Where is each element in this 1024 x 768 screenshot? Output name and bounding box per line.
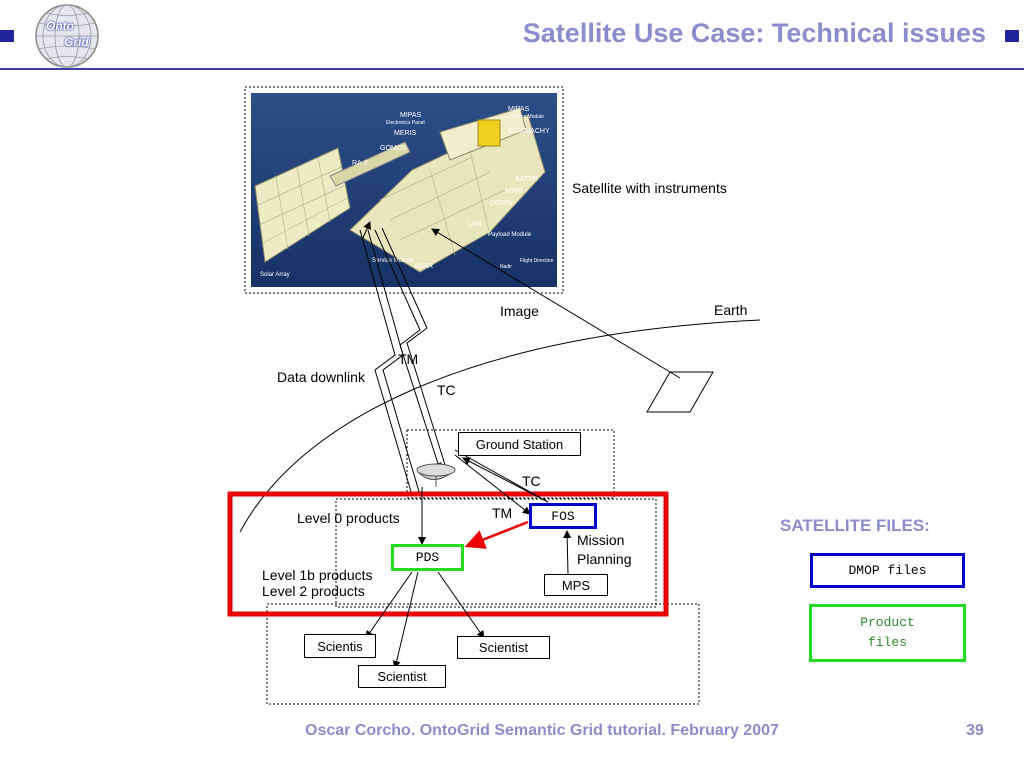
satellite-label: MIPAS <box>508 106 530 113</box>
boom-shape <box>329 141 411 187</box>
satellite-label: Flight Direction <box>520 258 554 264</box>
mission-planning-label-2: Planning <box>577 551 632 567</box>
satellite-bus-shape <box>349 114 546 273</box>
satellite-label: Solar Array <box>260 272 290 278</box>
mps-box: MPS <box>544 574 608 596</box>
satellite-label: MWR <box>505 188 523 195</box>
tc-label-top: TC <box>437 382 456 398</box>
satellite-label: Payload Module <box>488 232 532 238</box>
satellite-label: LRR <box>468 221 482 228</box>
page-number: 39 <box>966 722 984 739</box>
earth-label: Earth <box>714 302 748 318</box>
satellite-label: MIPAS <box>400 112 422 119</box>
header-left-square <box>0 30 14 42</box>
satellite-label: GOMOS <box>380 145 407 152</box>
scientist-box-1: Scientis <box>304 634 376 658</box>
logo-text-top: Onto <box>46 19 74 33</box>
logo-text-bottom: Grid <box>64 35 89 49</box>
legend-title: SATELLITE FILES: <box>780 516 930 535</box>
satellite-image-labels: MIPAS Electronics Panel MERIS GOMOS RA-2… <box>260 106 554 278</box>
tm-label-top: TM <box>398 351 419 367</box>
scientist-box-2: Scientist <box>358 665 446 688</box>
level0-label: Level 0 products <box>297 510 400 526</box>
satellite-caption: Satellite with instruments <box>572 180 727 196</box>
fos-box: FOS <box>529 503 597 529</box>
pds-box: PDS <box>391 544 464 571</box>
ground-station-dish-shape <box>416 463 456 487</box>
satellite-label: DORIS <box>490 200 513 207</box>
slide-title: Satellite Use Case: Technical issues <box>522 18 986 48</box>
satellite-image-frame <box>244 86 564 294</box>
footer-text: Oscar Corcho. OntoGrid Semantic Grid tut… <box>305 722 779 739</box>
mission-planning-label-1: Mission <box>577 532 625 548</box>
tm-downlink-zigzag <box>359 229 413 496</box>
satellite-label: SCIAMACHY <box>508 128 550 135</box>
satellite-label: Nadir <box>500 264 512 270</box>
level1b-label: Level 1b products <box>262 567 373 583</box>
ontogrid-logo: Onto Grid <box>32 3 102 69</box>
earth-footprint-shape <box>646 371 714 413</box>
satellite-label: ASAR <box>414 263 433 270</box>
satellite-label: Service Module <box>372 258 414 264</box>
level2-label: Level 2 products <box>262 583 365 599</box>
highlight-box <box>227 491 669 617</box>
scientist-box-3: Scientist <box>457 636 550 659</box>
ground-station-box: Ground Station <box>458 432 581 456</box>
tc-label: TC <box>522 473 541 489</box>
solar-array-shape <box>254 147 351 263</box>
tm-label: TM <box>492 505 513 521</box>
satellite-label: Electronics Panel <box>386 120 425 126</box>
satellite-label: MERIS <box>394 130 417 137</box>
satellite-label: AATSR <box>515 176 538 183</box>
satellite-label: Optics Module <box>512 114 544 120</box>
earth-curve <box>239 319 761 533</box>
ground-station-region <box>406 429 615 499</box>
operations-region <box>335 498 657 608</box>
header-right-square <box>1005 30 1019 42</box>
image-ray <box>431 228 681 379</box>
data-downlink-label: Data downlink <box>277 369 365 385</box>
legend-product-box: Product files <box>809 604 966 662</box>
tc-uplink-zigzag <box>374 229 442 471</box>
header-rule <box>0 68 1024 70</box>
legend-dmop-box: DMOP files <box>810 553 965 588</box>
fos-to-pds-arrow <box>464 520 529 549</box>
scientist-region <box>266 603 700 705</box>
satellite-label: RA-2 <box>352 160 368 167</box>
image-label: Image <box>500 303 539 319</box>
